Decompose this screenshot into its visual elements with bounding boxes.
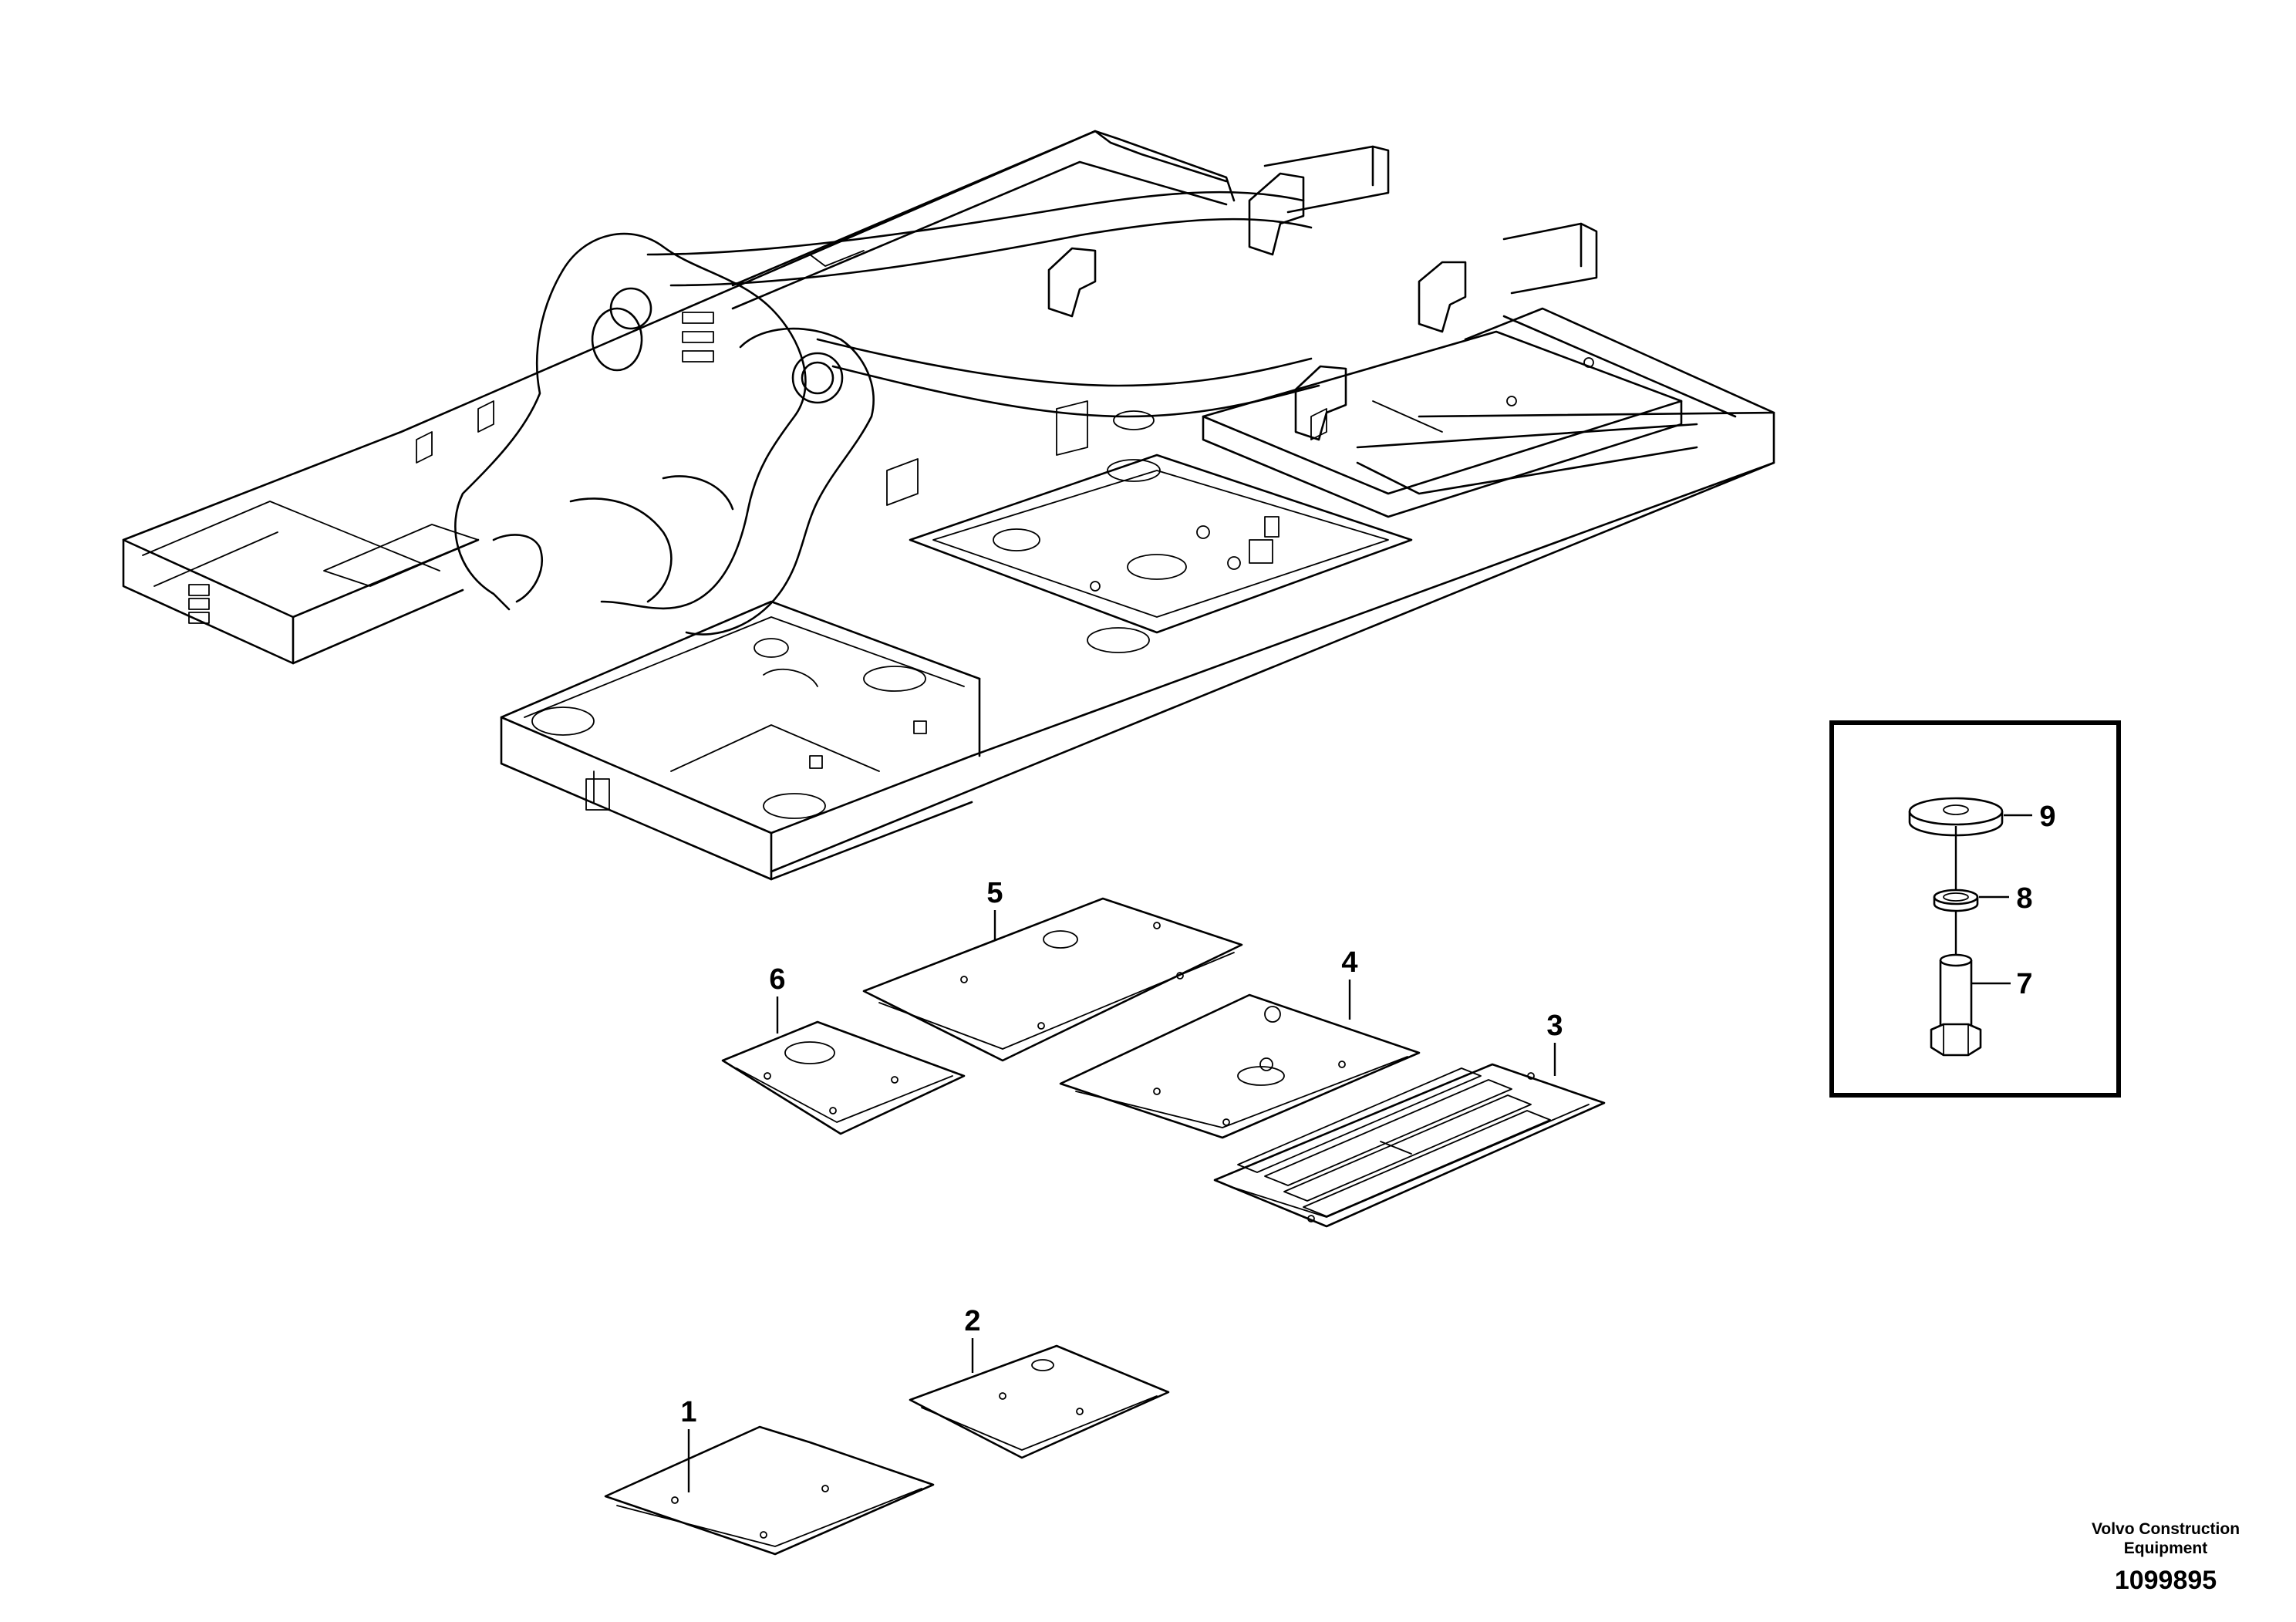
callout-6: 6 — [769, 963, 785, 996]
bolt-7 — [1930, 953, 1982, 1057]
callout-5: 5 — [986, 877, 1003, 909]
callout-4: 4 — [1341, 946, 1357, 979]
callout-1: 1 — [680, 1396, 696, 1428]
floor-plate-1 — [604, 1425, 935, 1556]
callout-numbers: 1 2 3 4 5 6 7 8 9 — [680, 801, 2055, 1428]
drawing-number: 1099895 — [2115, 1566, 2217, 1595]
brand-line-2: Equipment — [2124, 1539, 2208, 1557]
callout-8: 8 — [2016, 882, 2032, 915]
floor-plate-5 — [862, 897, 1243, 1062]
floor-plate-6 — [721, 1020, 966, 1135]
brand-line-1: Volvo Construction — [2092, 1520, 2240, 1538]
floor-grating-3 — [1213, 1063, 1606, 1228]
floor-plate-2 — [909, 1344, 1170, 1459]
inset-frame — [1829, 720, 2121, 1098]
hardware-inset — [1829, 720, 2121, 1098]
callout-7: 7 — [2016, 968, 2032, 1000]
footer: Volvo Construction Equipment 1099895 — [2092, 1520, 2240, 1595]
lock-washer-8 — [1933, 889, 1979, 912]
callout-2: 2 — [964, 1305, 980, 1337]
leader-lines — [687, 814, 2032, 1492]
floor-plate-4 — [1059, 993, 1421, 1139]
callout-3: 3 — [1546, 1010, 1563, 1042]
callout-9: 9 — [2039, 801, 2055, 833]
washer-9 — [1908, 797, 2004, 837]
upper-frame-assembly — [122, 130, 1775, 881]
